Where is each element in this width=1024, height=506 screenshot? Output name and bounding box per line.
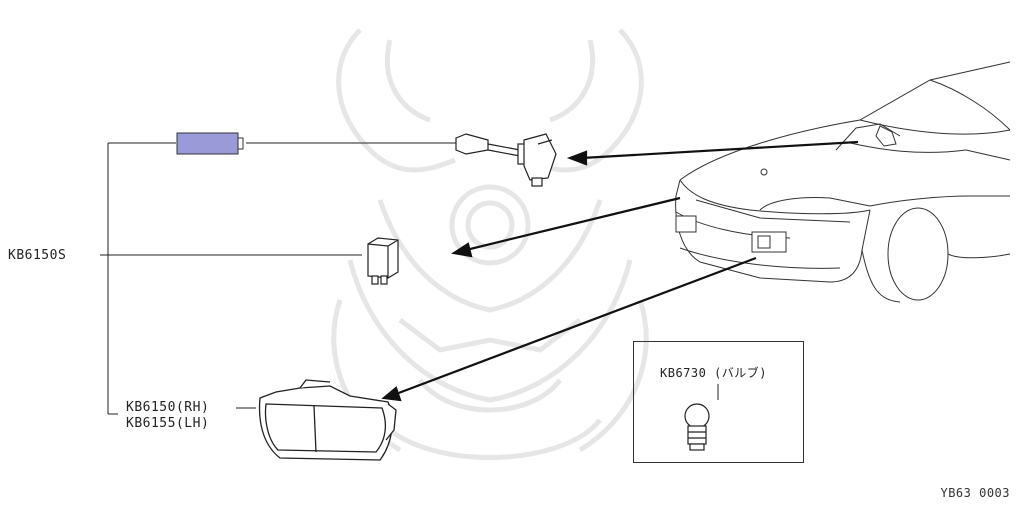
part-number-bulb: KB6730 (バルブ) xyxy=(660,366,768,380)
callout-lines xyxy=(100,142,719,415)
part-number-lamp-rh: KB6150(RH) xyxy=(126,400,210,415)
part-number-lamp-lh: KB6155(LH) xyxy=(126,416,210,431)
pointer-arrows xyxy=(381,140,859,402)
part-number-relay-assembly: KB6150S xyxy=(8,248,67,263)
bulb-detail-box xyxy=(633,341,804,463)
relay-unit-icon xyxy=(455,133,557,187)
harness-connector-icon xyxy=(176,132,244,155)
lamp-icon xyxy=(258,379,397,461)
bulb-icon xyxy=(684,403,710,451)
flasher-unit-icon xyxy=(367,237,399,285)
diagram-code: YB63 0003 xyxy=(940,486,1010,500)
car-front-icon xyxy=(675,61,1011,303)
